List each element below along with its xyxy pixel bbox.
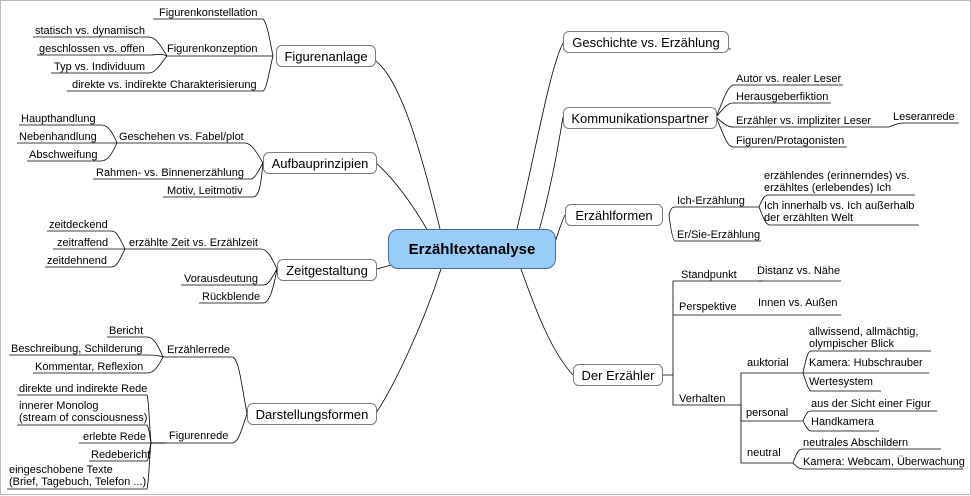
label-standpunkt: Standpunkt bbox=[681, 269, 737, 281]
label-rahmen-binnen: Rahmen- vs. Binnenerzählung bbox=[96, 167, 244, 179]
label-auktorial: auktorial bbox=[747, 357, 789, 369]
label-direkte-rede: direkte und indirekte Rede bbox=[19, 383, 148, 395]
label-autor-leser: Autor vs. realer Leser bbox=[736, 73, 842, 85]
label-motiv: Motiv, Leitmotiv bbox=[167, 185, 243, 197]
label-eingeschobene-texte: eingeschobene Texte (Brief, Tagebuch, Te… bbox=[9, 464, 147, 488]
label-wertesystem: Wertesystem bbox=[809, 376, 873, 388]
node-erzaehlformen[interactable]: Erzählformen bbox=[565, 204, 663, 226]
node-geschichte[interactable]: Geschichte vs. Erzählung bbox=[563, 31, 729, 53]
label-haupthandlung: Haupthandlung bbox=[21, 113, 96, 125]
label-figurenrede: Figurenrede bbox=[169, 430, 229, 442]
label-zeitraffend: zeitraffend bbox=[57, 237, 109, 249]
label-redebericht: Redebericht bbox=[91, 449, 151, 461]
label-figurenkonstellation: Figurenkonstellation bbox=[159, 7, 258, 19]
label-allwissend: allwissend, allmächtig, olympischer Blic… bbox=[809, 326, 919, 350]
label-personal: personal bbox=[746, 407, 789, 419]
node-der-erzaehler[interactable]: Der Erzähler bbox=[573, 364, 663, 386]
label-handkamera: Handkamera bbox=[811, 416, 874, 428]
node-figurenanlage[interactable]: Figurenanlage bbox=[276, 45, 376, 67]
label-sicht-figur: aus der Sicht einer Figur bbox=[811, 398, 931, 410]
label-webcam: Kamera: Webcam, Überwachung bbox=[803, 456, 965, 468]
label-statisch-dynamisch: statisch vs. dynamisch bbox=[35, 25, 146, 37]
label-figuren-protagonisten: Figuren/Protagonisten bbox=[736, 135, 845, 147]
label-bericht: Bericht bbox=[109, 325, 144, 337]
label-innerhalb-ausserhalb: Ich innerhalb vs. Ich außerhalb der erzä… bbox=[764, 200, 915, 224]
label-neutral: neutral bbox=[747, 447, 781, 459]
label-erzaehlte-zeit: erzählte Zeit vs. Erzählzeit bbox=[129, 237, 258, 249]
label-er-sie-erzaehlung: Er/Sie-Erzählung bbox=[677, 229, 761, 241]
label-figurenkonzeption: Figurenkonzeption bbox=[167, 43, 258, 55]
label-erzaehlerrede: Erzählerrede bbox=[167, 344, 230, 356]
label-kommentar: Kommentar, Reflexion bbox=[35, 361, 144, 373]
label-ich-erzaehlung: Ich-Erzählung bbox=[677, 195, 745, 207]
label-erlebte-rede: erlebte Rede bbox=[83, 431, 146, 443]
label-innerer-monolog: innerer Monolog (stream of consciousness… bbox=[19, 400, 148, 424]
label-nebenhandlung: Nebenhandlung bbox=[19, 131, 97, 143]
label-abschweifung: Abschweifung bbox=[29, 149, 98, 161]
label-distanz-naehe: Distanz vs. Nähe bbox=[757, 265, 841, 277]
label-verhalten: Verhalten bbox=[679, 393, 726, 405]
label-erinnerndes-ich: erzählendes (erinnerndes) vs. erzähltes … bbox=[764, 170, 910, 194]
label-leseranrede: Leseranrede bbox=[893, 111, 955, 123]
label-charakterisierung: direkte vs. indirekte Charakterisierung bbox=[72, 79, 257, 91]
label-herausgeberfiktion: Herausgeberfiktion bbox=[736, 91, 829, 103]
label-geschehen-fabel: Geschehen vs. Fabel/plot bbox=[119, 131, 244, 143]
label-hubschrauber: Kamera: Hubschrauber bbox=[809, 357, 923, 369]
label-geschlossen-offen: geschlossen vs. offen bbox=[39, 43, 145, 55]
node-aufbauprinzipien[interactable]: Aufbauprinzipien bbox=[263, 152, 377, 174]
center-node[interactable]: Erzähltextanalyse bbox=[388, 229, 556, 269]
label-neutrales-abschildern: neutrales Abschildern bbox=[803, 437, 909, 449]
label-beschreibung: Beschreibung, Schilderung bbox=[11, 343, 143, 355]
node-darstellungsformen[interactable]: Darstellungsformen bbox=[247, 403, 377, 425]
label-erzaehler-leser: Erzähler vs. impliziter Leser bbox=[736, 115, 872, 127]
label-zeitdeckend: zeitdeckend bbox=[49, 219, 108, 231]
label-zeitdehnend: zeitdehnend bbox=[47, 255, 107, 267]
label-perspektive: Perspektive bbox=[679, 301, 737, 313]
label-innen-aussen: Innen vs. Außen bbox=[758, 297, 838, 309]
label-typ-individuum: Typ vs. Individuum bbox=[54, 61, 146, 73]
label-rueckblende: Rückblende bbox=[202, 291, 261, 303]
node-kommunikationspartner[interactable]: Kommunikationspartner bbox=[563, 107, 717, 129]
node-zeitgestaltung[interactable]: Zeitgestaltung bbox=[277, 259, 377, 281]
label-vorausdeutung: Vorausdeutung bbox=[184, 273, 259, 285]
